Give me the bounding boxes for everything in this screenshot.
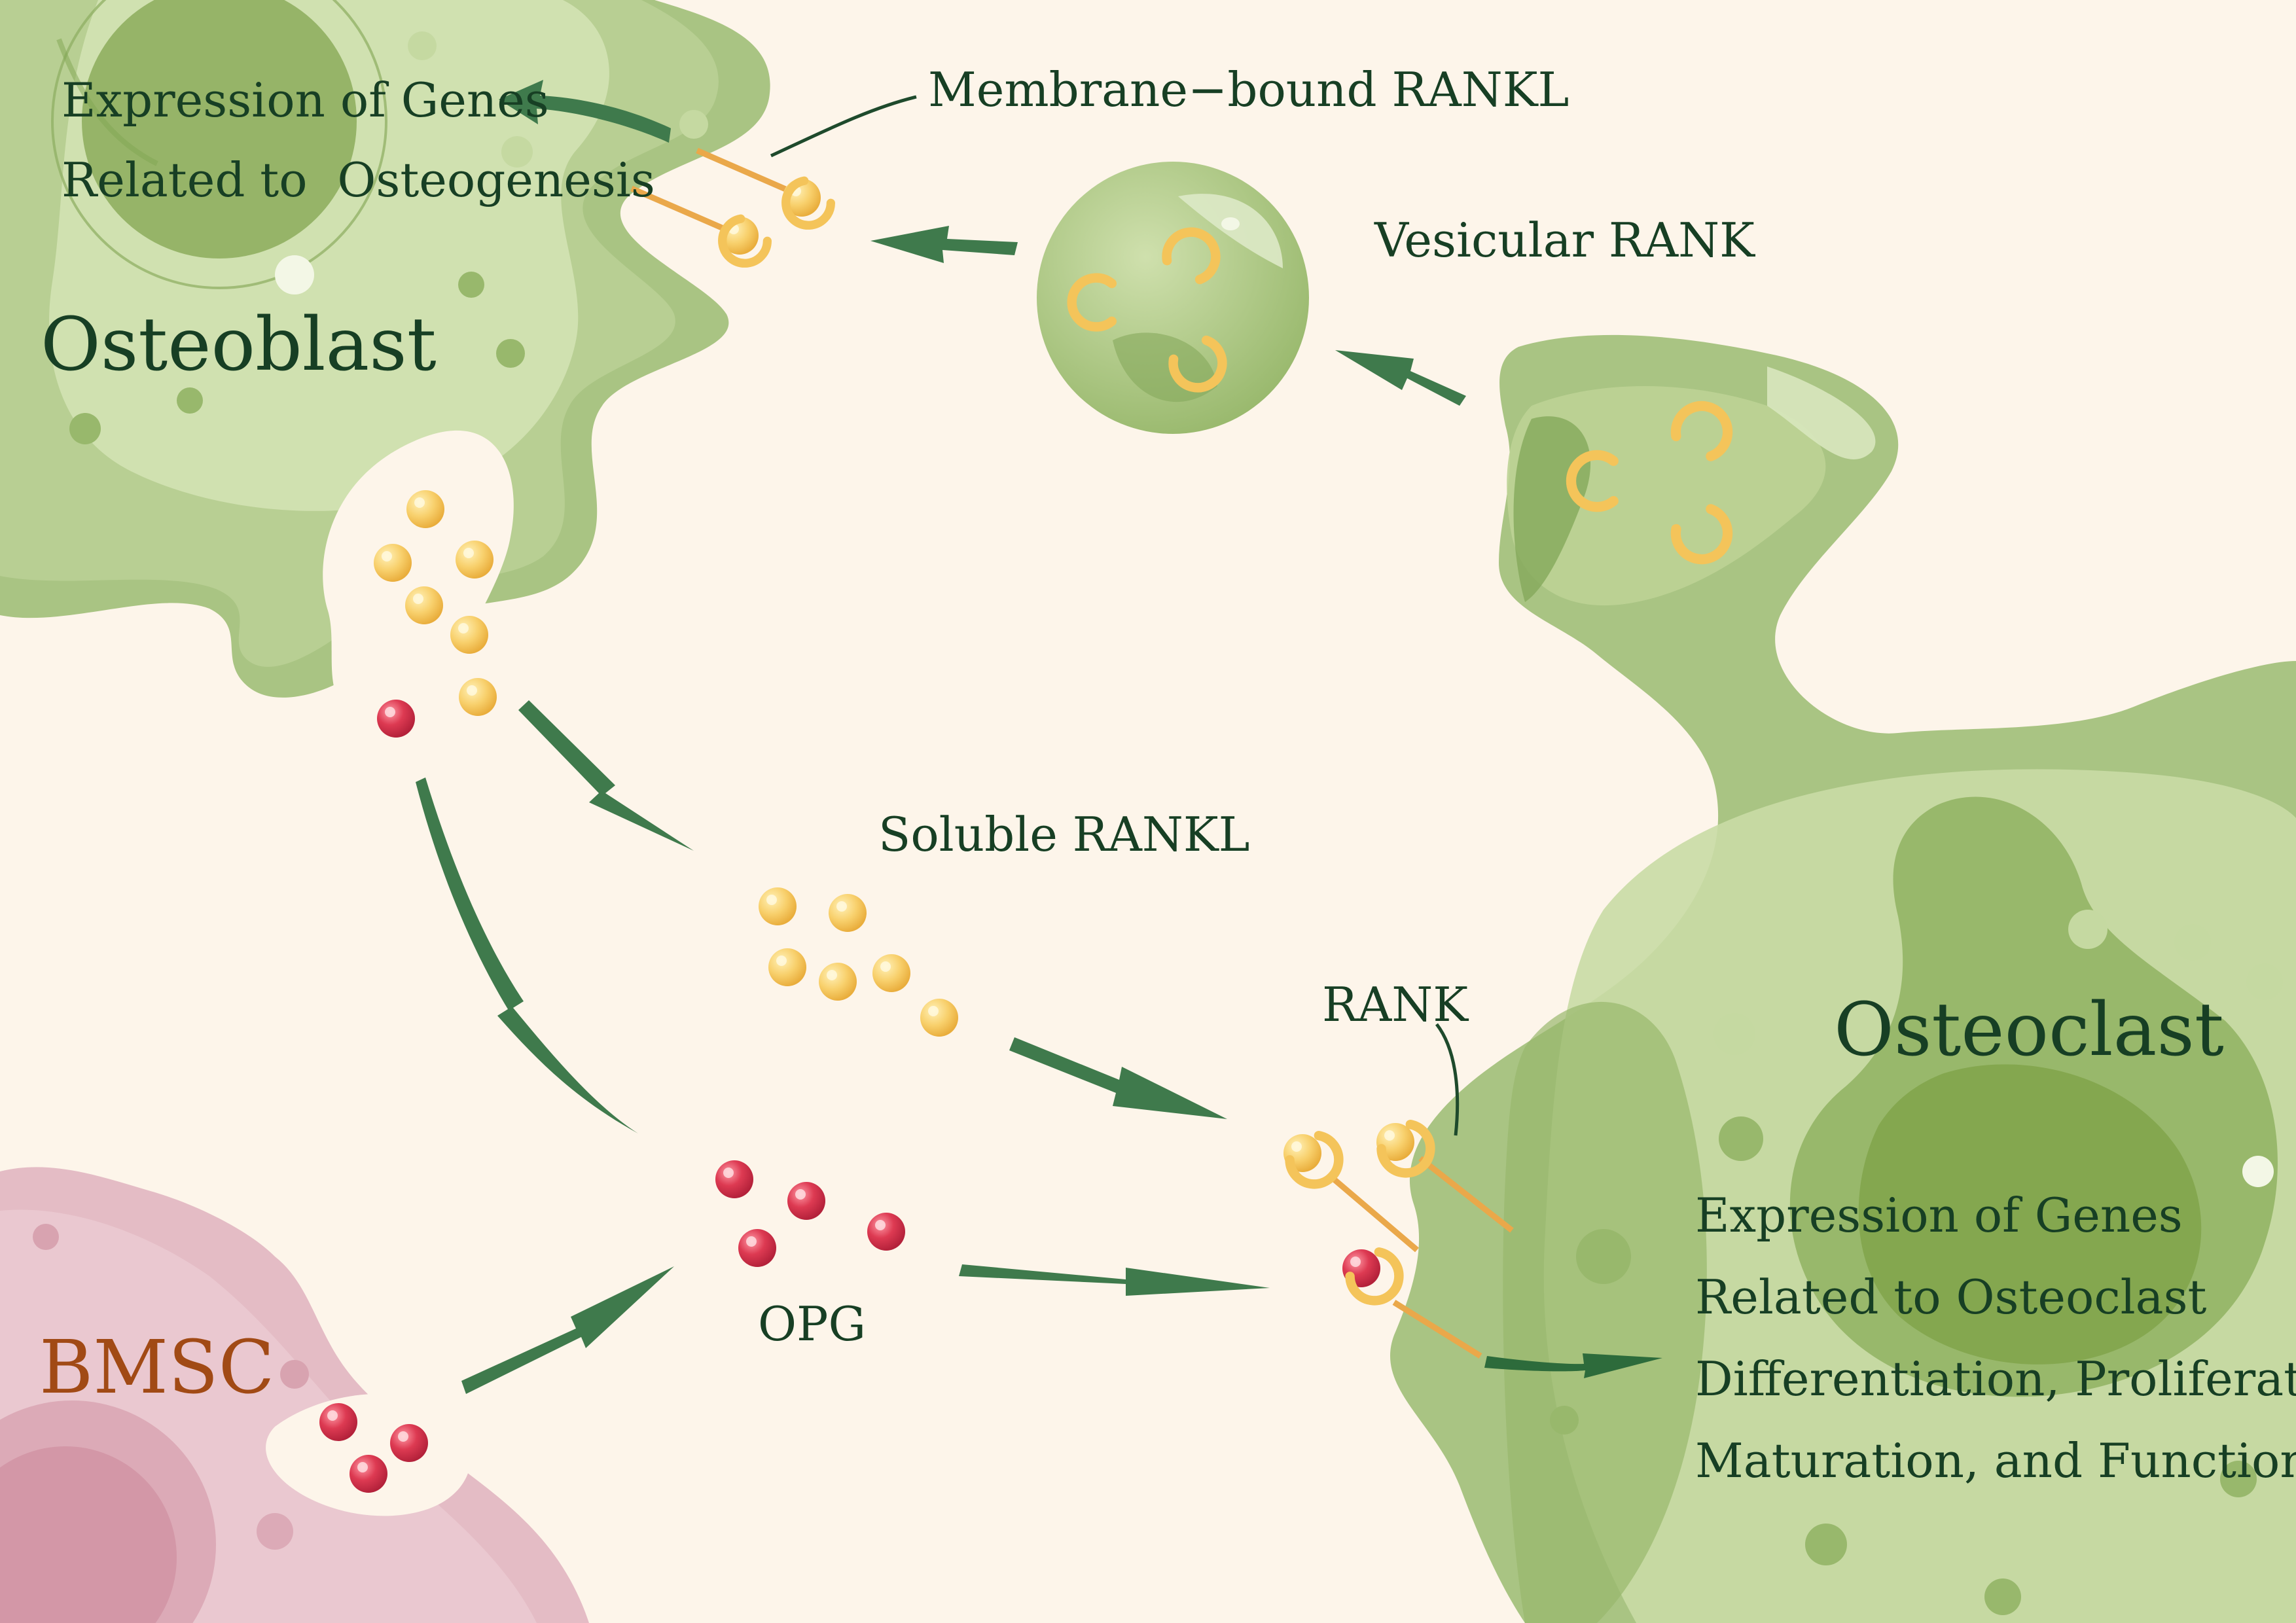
opg-icon: [377, 700, 415, 738]
opg-icon: [867, 1213, 905, 1251]
osteoclast-rank-receptors: [1283, 1121, 1514, 1359]
arrow-soluble-rankl-to-rank-icon: [1009, 1037, 1227, 1119]
arrows: [416, 80, 1466, 1394]
rank-pointer: [1435, 1023, 1460, 1136]
rankl-icon: [450, 616, 488, 654]
bmsc-cell: [0, 1167, 589, 1623]
arrow-to-opg-icon: [416, 777, 638, 1133]
arrow-vesicle-to-osteoblast-icon: [870, 226, 1018, 263]
osteoclast-genes-line4: Maturation, and Function: [1695, 1433, 2296, 1488]
osteoclast-genes-line2: Related to Osteoclast: [1695, 1270, 2207, 1325]
osteoclast-label: Osteoclast: [1834, 988, 2224, 1073]
arrow-bmsc-to-opg-icon: [461, 1266, 674, 1394]
osteoclast-genes-line3: Differentiation, Proliferation,: [1695, 1351, 2296, 1406]
osteoclast-cell: [1390, 334, 2296, 1623]
rankl-icon: [374, 544, 412, 582]
opg-icon: [390, 1424, 428, 1462]
soluble-rankl-group: [759, 887, 958, 1037]
osteoblast-genes-line1: Expression of Genes: [62, 73, 549, 128]
osteoclast-genes-line1: Expression of Genes: [1695, 1188, 2183, 1243]
rankl-icon: [405, 586, 443, 624]
opg-group: [715, 1160, 905, 1267]
membrane-rankl-complex: [630, 147, 834, 272]
osteoblast-cell: [0, 0, 770, 722]
arrow-to-osteoclast-genes-icon: [1484, 1353, 1662, 1378]
vesicle: [1037, 162, 1309, 434]
rank-label: RANK: [1322, 977, 1469, 1032]
rankl-icon: [459, 678, 497, 716]
arrow-osteoclast-to-vesicle-icon: [1335, 350, 1466, 406]
osteoblast-genes-line2: Related to Osteogenesis: [62, 152, 655, 207]
arrow-to-osteoblast-genes-icon: [499, 80, 671, 143]
soluble-rankl-icon: [920, 999, 958, 1037]
osteoblast-label: Osteoblast: [41, 302, 437, 387]
bmsc-label: BMSC: [39, 1325, 274, 1410]
soluble-rankl-icon: [768, 948, 806, 986]
opg-icon: [738, 1229, 776, 1267]
arrow-opg-to-rank-icon: [959, 1264, 1270, 1296]
opg-icon: [715, 1160, 753, 1198]
opg-icon: [787, 1182, 825, 1220]
opg-icon: [350, 1455, 387, 1493]
membrane-rankl-label: Membrane−bound RANKL: [928, 62, 1569, 117]
arrow-to-soluble-rankl-icon: [518, 700, 694, 851]
rankl-icon: [406, 490, 444, 528]
rankl-icon: [456, 541, 493, 579]
membrane-rankl-pointer: [770, 95, 917, 158]
soluble-rankl-icon: [829, 894, 867, 932]
soluble-rankl-label: Soluble RANKL: [878, 807, 1250, 862]
opg-label: OPG: [758, 1296, 866, 1351]
vesicular-rank-label: Vesicular RANK: [1374, 213, 1755, 268]
soluble-rankl-icon: [819, 963, 857, 1001]
soluble-rankl-icon: [759, 887, 797, 925]
soluble-rankl-icon: [872, 954, 910, 992]
opg-icon: [319, 1403, 357, 1441]
